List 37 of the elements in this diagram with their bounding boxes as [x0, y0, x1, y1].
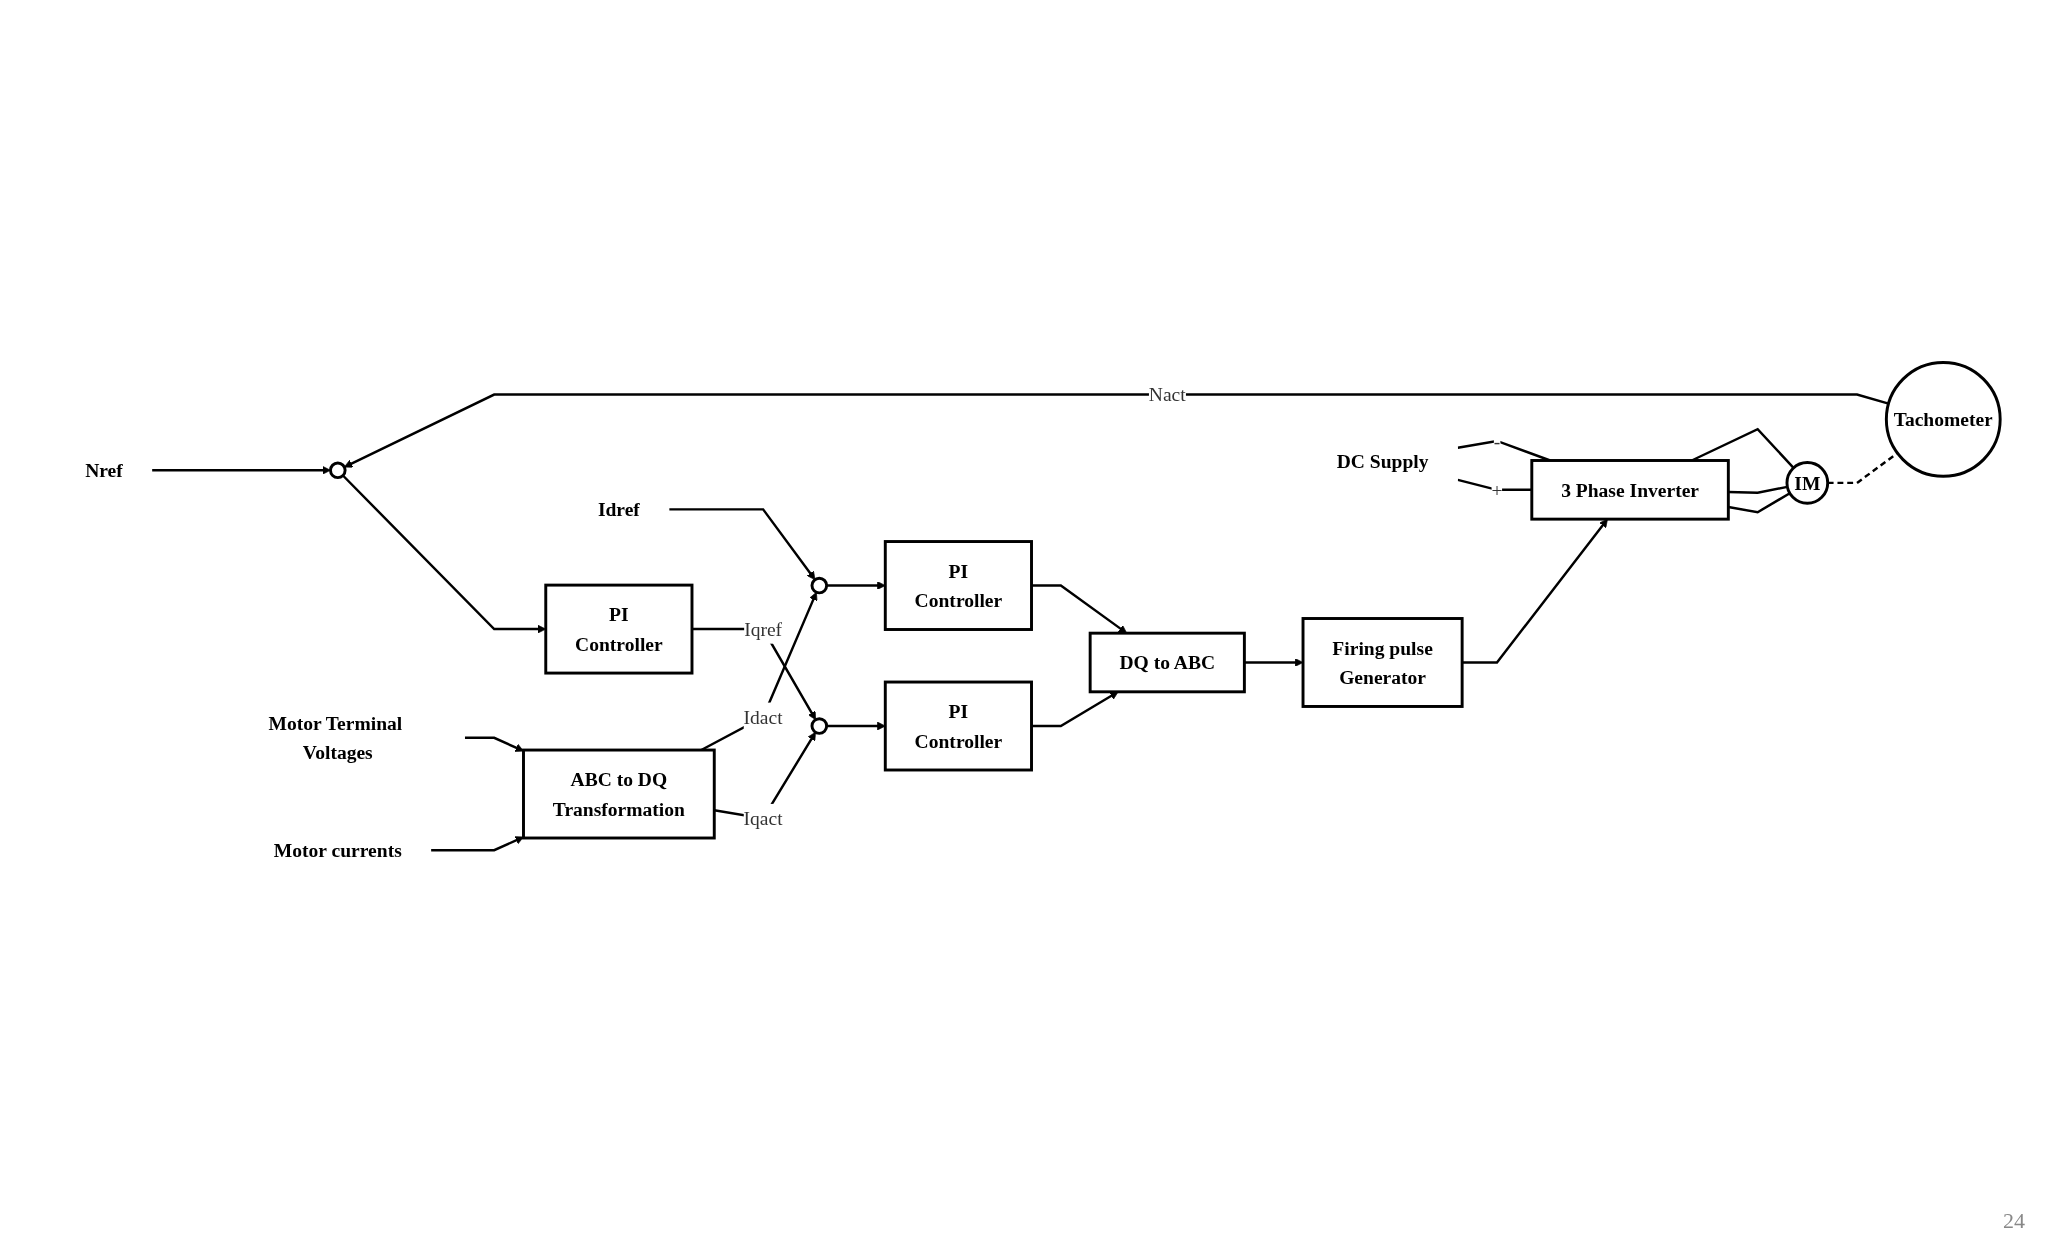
connector [1727, 485, 1788, 494]
edge-label: Iqact [743, 807, 783, 830]
edge-label: Iqref [743, 618, 782, 640]
arrow [343, 393, 1889, 468]
arrow [668, 508, 815, 580]
edge-label: Nact [1148, 383, 1186, 406]
node-text: DC Supply [1336, 450, 1428, 472]
node-circle [810, 576, 828, 595]
arrow [1031, 691, 1119, 728]
arrow [430, 836, 524, 852]
node-box [883, 680, 1033, 772]
node-circle [328, 461, 347, 480]
arrow [1243, 658, 1303, 667]
node-text: Motor Terminal Voltages [267, 712, 402, 764]
node-circle [1785, 461, 1829, 505]
arrow [151, 465, 331, 475]
node-circle [810, 717, 828, 735]
arrow [1031, 584, 1127, 634]
edge-label: - [1493, 430, 1500, 452]
node-box [883, 540, 1033, 631]
edge-label: Idact [743, 706, 783, 728]
node-box [1529, 459, 1730, 521]
node-box [1301, 617, 1464, 708]
arrow [341, 474, 546, 634]
arrow [464, 736, 524, 752]
node-box [543, 583, 693, 675]
node-box [521, 748, 716, 840]
node-text: Nref [84, 459, 123, 482]
connector [1457, 478, 1532, 492]
node-circle [1884, 361, 2002, 478]
node-text: Motor currents [273, 839, 402, 861]
edge-label: + [1490, 479, 1502, 501]
node-text: Idref [597, 498, 640, 521]
page-number: 24 [2003, 1208, 2025, 1233]
node-box [1088, 631, 1246, 694]
connector [1727, 492, 1790, 514]
block-diagram: Nact - + Iqref Idact Iqact Nref PI Controller PI Controller Idref PI Controller DQ to ABC Firing pulse Generator 3 Phase Inverter DC Supply ABC to DQ Transformation Motor Terminal Voltages Motor currents IM Tachometer [47, 31, 2008, 1211]
